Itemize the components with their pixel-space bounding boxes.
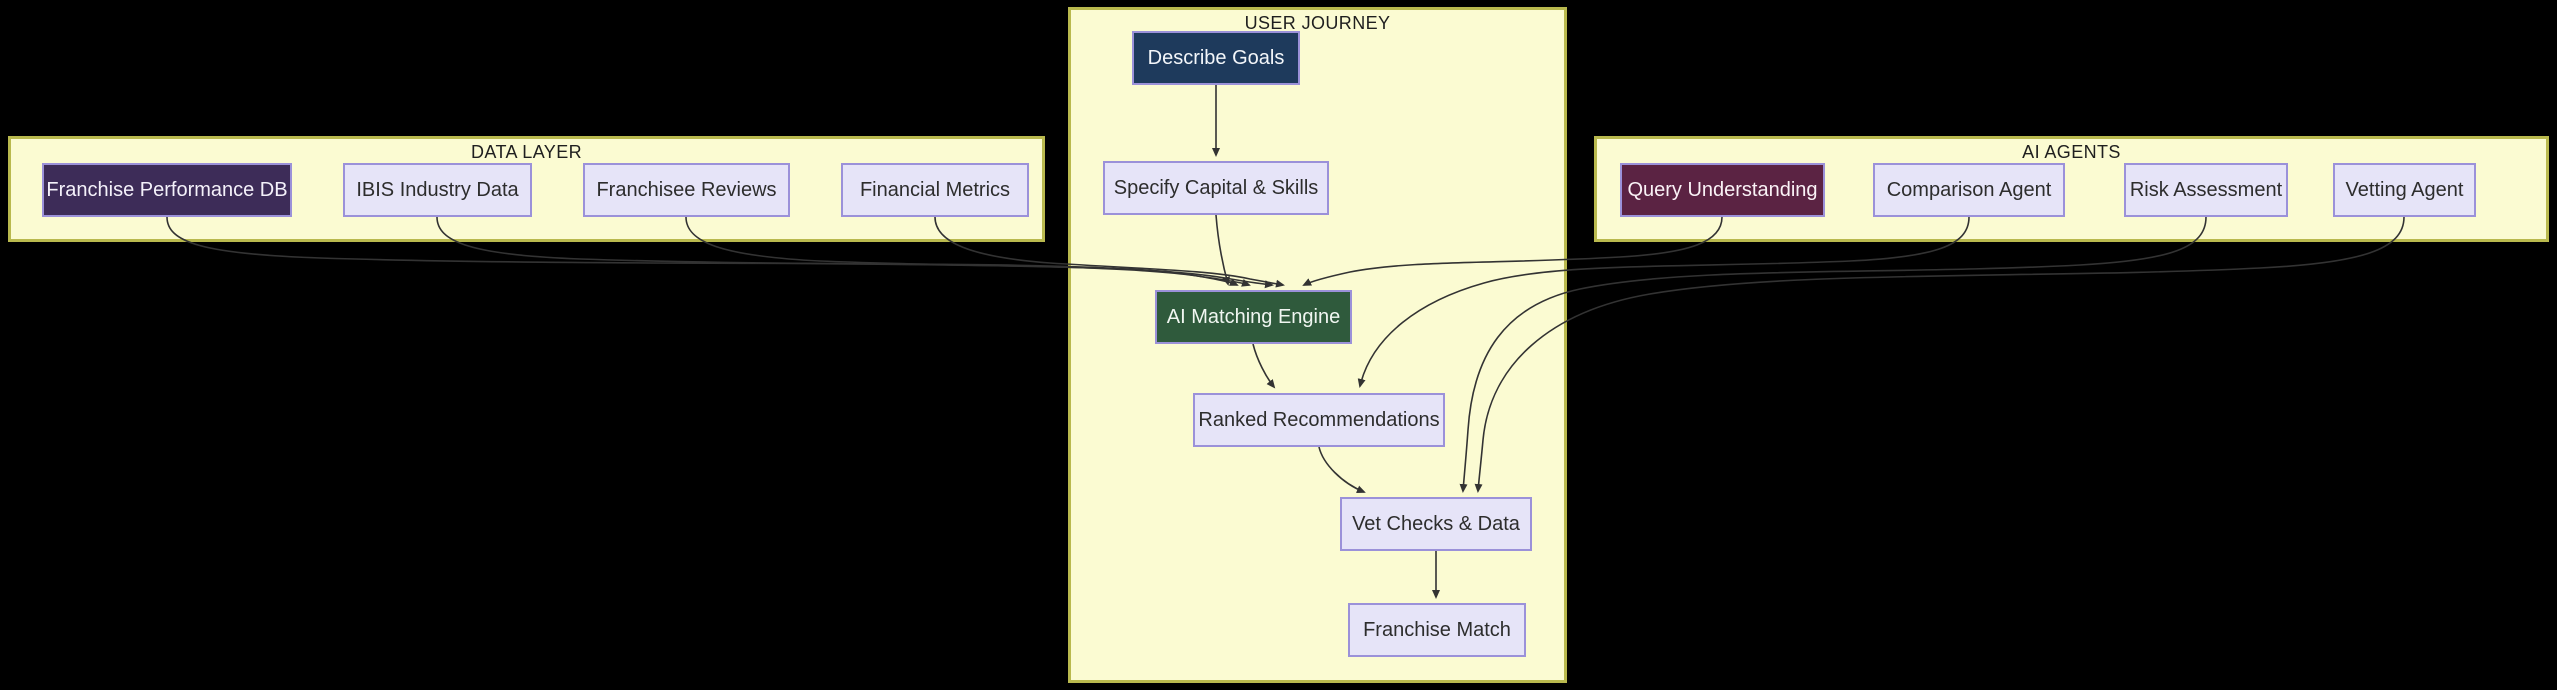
node-ibis-industry-data: IBIS Industry Data [343, 163, 532, 217]
node-ranked-recommendations: Ranked Recommendations [1193, 393, 1445, 447]
cluster-user-journey-label: USER JOURNEY [1244, 13, 1391, 33]
cluster-ai-agents-label: AI AGENTS [2022, 142, 2121, 162]
edge-vetting-agent-to-vet-checks-data [1474, 216, 2405, 493]
edge-risk-assessment-to-vet-checks-data [1459, 216, 2207, 493]
node-financial-metrics: Financial Metrics [841, 163, 1029, 217]
node-franchisee-reviews: Franchisee Reviews [583, 163, 790, 217]
node-comparison-agent: Comparison Agent [1873, 163, 2065, 217]
node-specify-capital-skills: Specify Capital & Skills [1103, 161, 1329, 215]
cluster-user-journey: USER JOURNEY [1068, 7, 1567, 683]
node-franchise-performance-db: Franchise Performance DB [42, 163, 292, 217]
node-query-understanding: Query Understanding [1620, 163, 1825, 217]
node-describe-goals: Describe Goals [1132, 31, 1300, 85]
node-vetting-agent: Vetting Agent [2333, 163, 2476, 217]
node-franchise-match: Franchise Match [1348, 603, 1526, 657]
node-vet-checks-data: Vet Checks & Data [1340, 497, 1532, 551]
node-risk-assessment: Risk Assessment [2124, 163, 2288, 217]
cluster-data-layer-label: DATA LAYER [470, 142, 583, 162]
node-ai-matching-engine: AI Matching Engine [1155, 290, 1352, 344]
